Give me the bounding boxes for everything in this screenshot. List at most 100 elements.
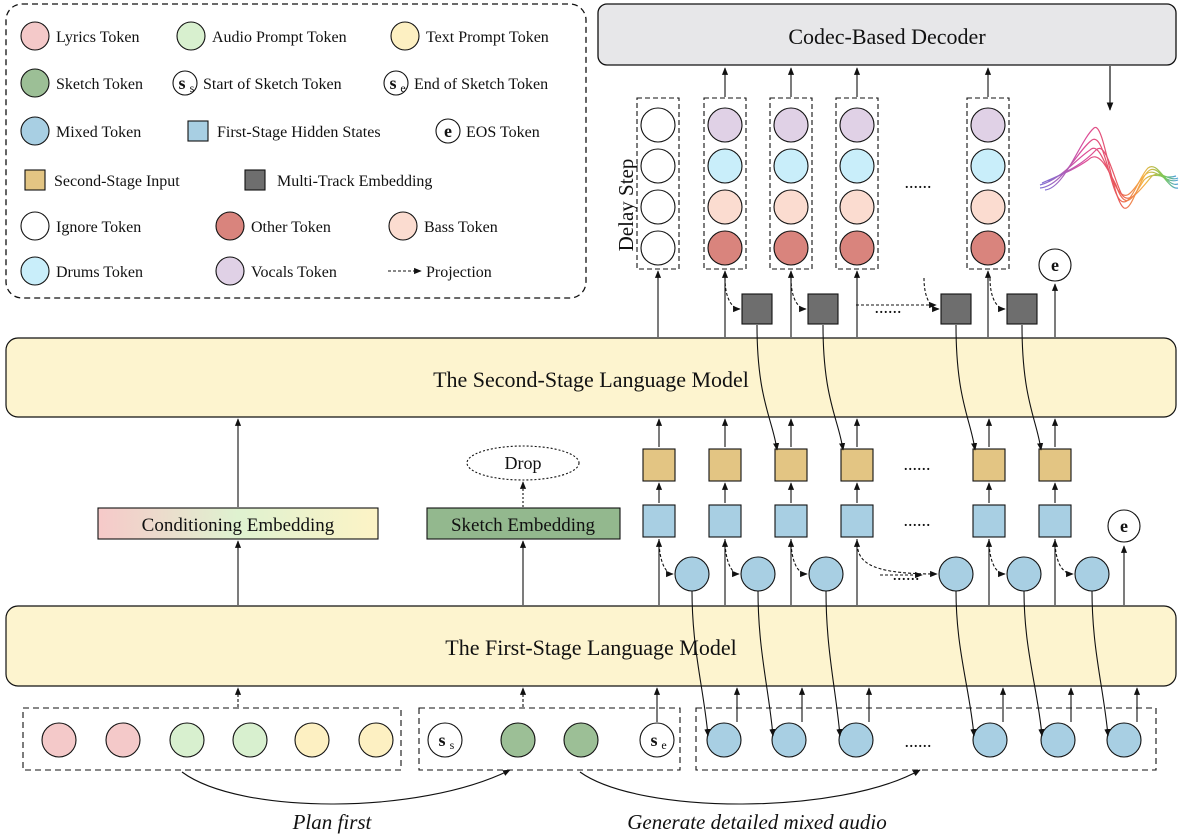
legend-label-lyrics: Lyrics Token — [56, 29, 139, 46]
multitrack-ellipsis: ...... — [875, 297, 902, 317]
input-lyrics-token — [41, 722, 77, 758]
legend-label-vocals: Vocals Token — [251, 264, 337, 281]
input-audio-prompt-token — [169, 722, 205, 758]
hidden-state — [774, 504, 808, 538]
second-stage-eos-token: e — [1038, 248, 1072, 282]
output-mixed-token — [1074, 556, 1110, 592]
autoregressive-feedback-arrow — [955, 590, 977, 737]
legend: Lyrics Token Audio Prompt Token Text Promp… — [5, 3, 587, 299]
delay-step-label: Delay Step — [614, 159, 638, 252]
delay-column — [769, 97, 813, 270]
legend-item-mixed: Mixed Token — [20, 116, 141, 146]
autoregressive-feedback-arrow — [825, 590, 843, 737]
input-ellipsis-second: ...... — [904, 454, 931, 474]
legend-label-second-input: Second-Stage Input — [54, 173, 180, 190]
legend-label-other: Other Token — [251, 219, 331, 236]
legend-label-text-prompt: Text Prompt Token — [426, 29, 549, 46]
legend-swatch-bass — [388, 211, 418, 241]
input-start-sketch-token-glyph: s — [438, 730, 445, 750]
hidden-state — [972, 504, 1006, 538]
sketch-input-group — [418, 707, 681, 771]
legend-swatch-hidden — [187, 120, 209, 142]
first-stage-eos-token: e — [1107, 509, 1141, 543]
second-stage-input — [708, 448, 742, 482]
legend-glyph-eos-circle — [435, 118, 461, 144]
vocals-token — [707, 107, 743, 143]
autoregressive-feedback-arrow — [1091, 590, 1111, 737]
plan-first-curve — [181, 769, 511, 805]
hidden-projection-arrow — [790, 538, 808, 578]
legend-swatch-vocals — [215, 256, 245, 286]
bass-token — [707, 189, 743, 225]
legend-item-audio-prompt: Audio Prompt Token — [176, 21, 347, 51]
conditioning-embedding: Conditioning Embedding — [97, 507, 379, 540]
input-start-sketch-token-subscript: s — [450, 738, 455, 752]
legend-border — [5, 3, 587, 299]
bass-token — [839, 189, 875, 225]
mixed-input-group — [695, 707, 1157, 771]
drums-token — [839, 148, 875, 184]
column-ellipsis: ...... — [905, 172, 932, 192]
second-stage-eos-token-glyph: e — [1051, 255, 1059, 275]
legend-item-bass: Bass Token — [388, 211, 498, 241]
input-end-sketch-token-circle — [639, 722, 675, 758]
legend-glyph-start-sketch-subscript: s — [190, 81, 195, 95]
hidden-ellipsis: ...... — [904, 510, 931, 530]
second-stage-input — [1038, 448, 1072, 482]
waveform-image — [1039, 127, 1179, 209]
input-mixed-token — [706, 722, 742, 758]
hidden-projection-arrow — [856, 538, 938, 578]
legend-swatch-multitrack — [244, 169, 266, 191]
second-stage-model: The Second-Stage Language Model — [5, 337, 1177, 418]
output-mixed-token — [808, 556, 844, 592]
drums-token — [970, 148, 1006, 184]
other-token — [839, 230, 875, 266]
ignore-token — [640, 107, 676, 143]
legend-swatch-other — [215, 211, 245, 241]
legend-label-sketch: Sketch Token — [56, 76, 143, 93]
delay-column — [703, 97, 747, 270]
input-text-prompt-token — [294, 722, 330, 758]
legend-item-projection: Projection — [388, 264, 492, 281]
multitrack-feed-arrow — [1021, 324, 1044, 451]
legend-item-drums: Drums Token — [20, 256, 143, 286]
multitrack-embedding — [1006, 293, 1038, 325]
output-mixed-token — [938, 556, 974, 592]
second-stage-eos-token-circle — [1038, 248, 1072, 282]
legend-label-mixed: Mixed Token — [56, 124, 141, 141]
input-mixed-token — [1106, 722, 1142, 758]
first-stage-eos-token-glyph: e — [1120, 516, 1128, 536]
legend-glyph-end-sketch-circle — [383, 70, 409, 96]
output-mixed-token — [740, 556, 776, 592]
legend-item-text-prompt: Text Prompt Token — [390, 21, 549, 51]
autoregressive-feedback-arrow — [691, 590, 711, 737]
input-end-sketch-token-glyph: s — [650, 730, 657, 750]
condition-input-group — [22, 707, 402, 771]
output-mixed-token — [674, 556, 710, 592]
ignore-token — [640, 230, 676, 266]
autoregressive-feedback-arrow — [1023, 590, 1045, 737]
multitrack-feed-arrow — [955, 324, 978, 451]
legend-swatch-audio-prompt — [176, 21, 206, 51]
legend-glyph-eos-glyph: e — [444, 121, 452, 141]
legend-label-bass: Bass Token — [424, 219, 498, 236]
delay-column — [966, 97, 1010, 270]
legend-label-ignore: Ignore Token — [56, 219, 141, 236]
multitrack-projection-arrow — [790, 277, 807, 313]
legend-swatch-text-prompt — [390, 21, 420, 51]
multitrack-embedding — [807, 293, 839, 325]
vocals-token — [839, 107, 875, 143]
legend-item-vocals: Vocals Token — [215, 256, 337, 286]
drop-ellipse — [466, 445, 580, 481]
first-stage-label: The First-Stage Language Model — [445, 635, 736, 660]
drums-token — [707, 148, 743, 184]
decoder-box — [597, 3, 1177, 66]
input-sketch-token — [563, 722, 599, 758]
legend-label-multitrack: Multi-Track Embedding — [277, 173, 432, 190]
